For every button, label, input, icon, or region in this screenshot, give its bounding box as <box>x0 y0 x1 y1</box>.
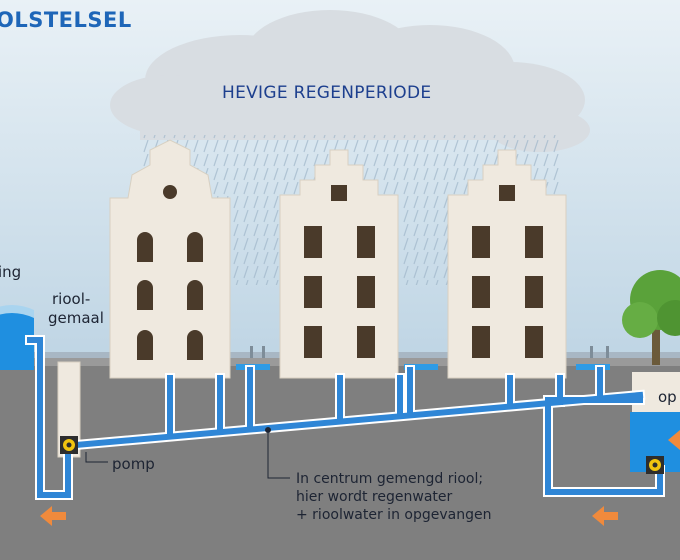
building-3 <box>447 149 567 379</box>
pump-icon <box>646 456 664 474</box>
tree-icon <box>622 270 680 365</box>
leader-lines <box>85 430 290 479</box>
pumping-station-label-2: gemaal <box>48 309 104 327</box>
explanation-line: hier wordt regenwater <box>296 489 453 505</box>
pump-label: pomp <box>112 455 155 473</box>
sewer-pipes <box>25 335 665 500</box>
pump-icon <box>60 436 78 454</box>
explanation-line: + rioolwater in opgevangen <box>296 507 492 523</box>
building-2 <box>279 149 399 379</box>
explanation-line: In centrum gemengd riool; <box>296 471 484 487</box>
arrow-left-icon <box>40 506 66 526</box>
diagram-title: OLSTELSEL <box>0 8 132 32</box>
arrow-left-icon <box>668 430 680 450</box>
rain-period-label: HEVIGE REGENPERIODE <box>222 83 432 103</box>
leader-dot <box>265 427 271 433</box>
combined-sewer-explanation: In centrum gemengd riool; hier wordt reg… <box>296 470 491 524</box>
bollards <box>250 346 609 362</box>
overflow-basin-label: op <box>658 388 677 406</box>
pumping-station-label-1: riool- <box>52 290 91 308</box>
building-1 <box>109 139 231 379</box>
treatment-tank <box>0 305 34 370</box>
arrow-left-icon <box>592 506 618 526</box>
treatment-plant-label: ing <box>0 263 22 281</box>
